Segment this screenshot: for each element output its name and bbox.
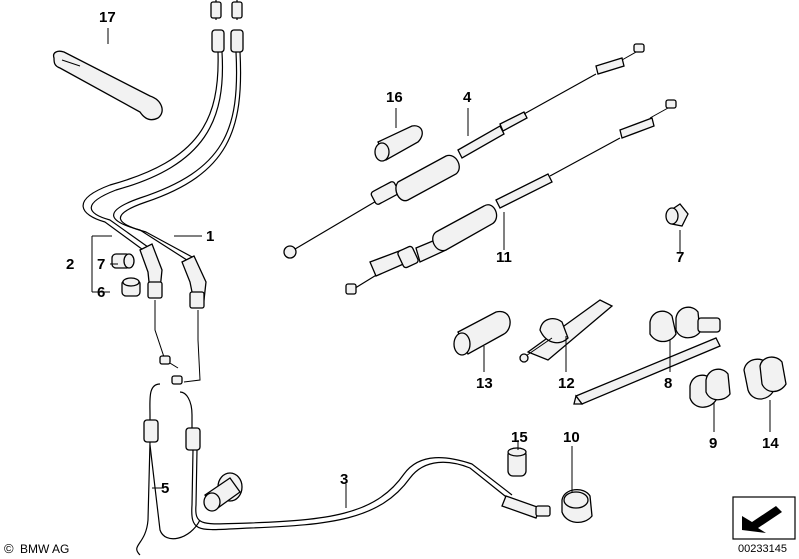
- label-11: 11: [496, 249, 512, 266]
- part-17-strap[interactable]: [52, 50, 163, 121]
- label-10: 10: [563, 429, 580, 446]
- leader-lines: [91, 28, 771, 508]
- part-13-sleeve[interactable]: [453, 310, 511, 356]
- part-9-clip[interactable]: [689, 368, 731, 408]
- label-15: 15: [511, 429, 528, 446]
- arrow-box-icon[interactable]: [732, 496, 796, 540]
- label-7-right: 7: [676, 249, 685, 266]
- label-7-left: 7: [97, 256, 106, 273]
- part-8-cable-tie[interactable]: [573, 306, 721, 405]
- label-3: 3: [340, 471, 349, 488]
- label-2: 2: [66, 256, 75, 273]
- part-4-cable[interactable]: [283, 43, 645, 259]
- label-5: 5: [161, 480, 170, 497]
- copyright-text: BMW AG: [20, 542, 70, 556]
- label-9: 9: [709, 435, 718, 452]
- lower-cable-assembly[interactable]: [136, 383, 551, 556]
- label-13: 13: [476, 375, 493, 392]
- label-6: 6: [97, 284, 106, 301]
- grommet-parts-left[interactable]: [111, 253, 141, 297]
- label-14: 14: [762, 435, 779, 452]
- part-15-sleeve[interactable]: [507, 447, 527, 477]
- part-10-grommet[interactable]: [561, 489, 593, 523]
- part-14-clip[interactable]: [743, 356, 787, 400]
- label-16: 16: [386, 89, 403, 106]
- diagram-number: 00233145: [738, 543, 787, 555]
- part-7-grommet-right[interactable]: [665, 203, 689, 227]
- part-12-clip[interactable]: [519, 299, 614, 363]
- label-8: 8: [664, 375, 673, 392]
- copyright-symbol: ©: [4, 541, 14, 556]
- label-4: 4: [463, 89, 472, 106]
- label-1: 1: [206, 228, 215, 245]
- part-11-cable[interactable]: [345, 99, 677, 295]
- throttle-cable-assembly[interactable]: [82, 0, 244, 385]
- label-12: 12: [558, 375, 575, 392]
- part-16-sleeve[interactable]: [374, 125, 423, 162]
- label-17: 17: [99, 9, 116, 26]
